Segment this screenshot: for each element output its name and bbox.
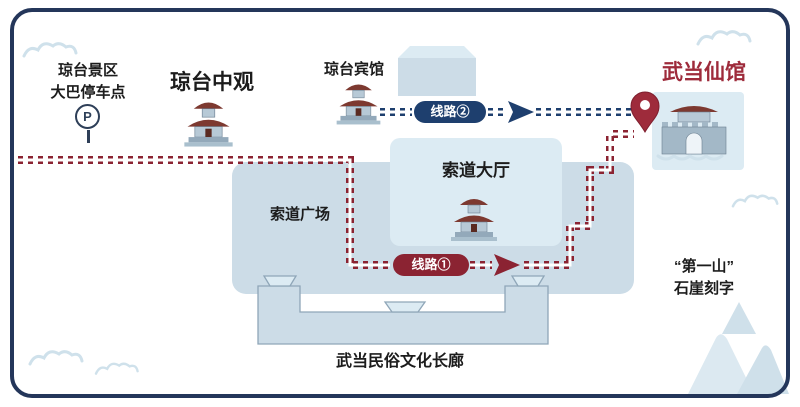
cloud-decoration	[696, 30, 752, 46]
qiongtai-zhongguan-label: 琼台中观	[170, 71, 254, 94]
cliff-label-line1: “第一山”	[673, 258, 734, 275]
parking-label: 琼台景区 大巴停车点	[26, 60, 150, 104]
mountain-decoration	[688, 302, 789, 394]
qiongtai-zhongguan-temple-icon	[183, 101, 234, 148]
cliff-label-line2: 石崖刻字	[673, 280, 734, 297]
parking-label-line2: 大巴停车点	[50, 84, 126, 101]
route-1-arrow-icon	[494, 254, 520, 276]
destination-pin-icon	[630, 91, 660, 133]
route-2-arrow-icon	[508, 101, 534, 123]
qiongtai-hotel-icon	[336, 84, 381, 125]
corridor-shape	[257, 275, 549, 345]
route-2-badge: 线路②	[414, 101, 486, 123]
hotel-footprint	[398, 46, 476, 96]
qiongtai-hotel-label: 琼台宾馆	[323, 61, 384, 78]
wudang-xianguan-label: 武当仙馆	[662, 61, 746, 84]
folk-culture-corridor-label: 武当民俗文化长廊	[335, 353, 464, 370]
border-frame	[10, 8, 790, 398]
cloud-decoration	[22, 42, 78, 58]
cableway-plaza-label: 索道广场	[269, 206, 330, 223]
route-1-badge: 线路①	[393, 254, 469, 276]
route-1-path	[18, 130, 634, 269]
cliff-inscription-label: “第一山” 石崖刻字	[648, 256, 760, 300]
cloud-decoration	[94, 362, 139, 375]
cloud-decoration	[28, 350, 84, 366]
parking-sign-icon: P	[75, 104, 100, 129]
parking-sign-post	[87, 130, 90, 143]
cableway-hall-block	[390, 138, 562, 246]
wudang-xianguan-gate-icon	[656, 106, 727, 161]
cloud-decoration	[731, 194, 779, 208]
cableway-hall-label: 索道大厅	[442, 161, 510, 180]
parking-label-line1: 琼台景区	[57, 62, 118, 79]
